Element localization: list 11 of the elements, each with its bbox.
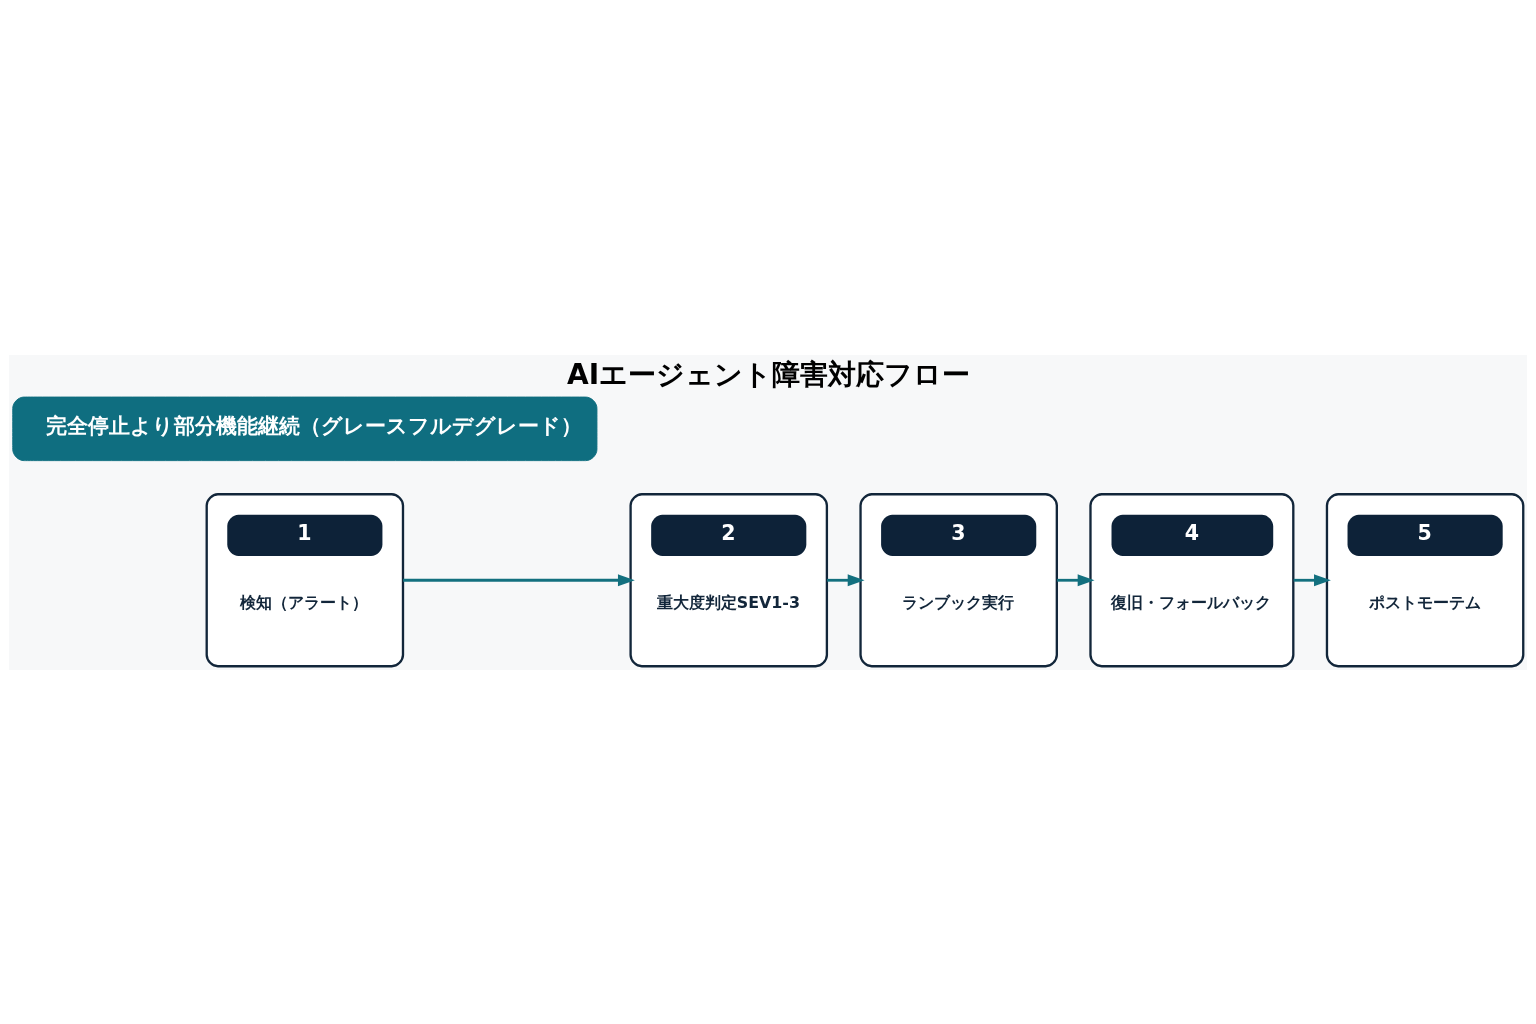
arrow [827, 573, 865, 586]
node-box: 4 復旧・フォールバック [1089, 492, 1295, 667]
arrow [1293, 573, 1331, 586]
node-box: 1 検知（アラート） [205, 492, 405, 667]
node-box: 完全停止より部分機能継続（グレースフルデグレード） [12, 396, 598, 461]
node-box: 3 ランブック実行 [859, 492, 1058, 667]
arrow [1057, 573, 1095, 586]
node-box: 5 ポストモーテム [1325, 492, 1525, 667]
node-box: 2 重大度判定SEV1-3 [629, 492, 829, 667]
diagram-title: AIエージェント障害対応フロー [567, 357, 971, 391]
arrow [403, 573, 635, 586]
